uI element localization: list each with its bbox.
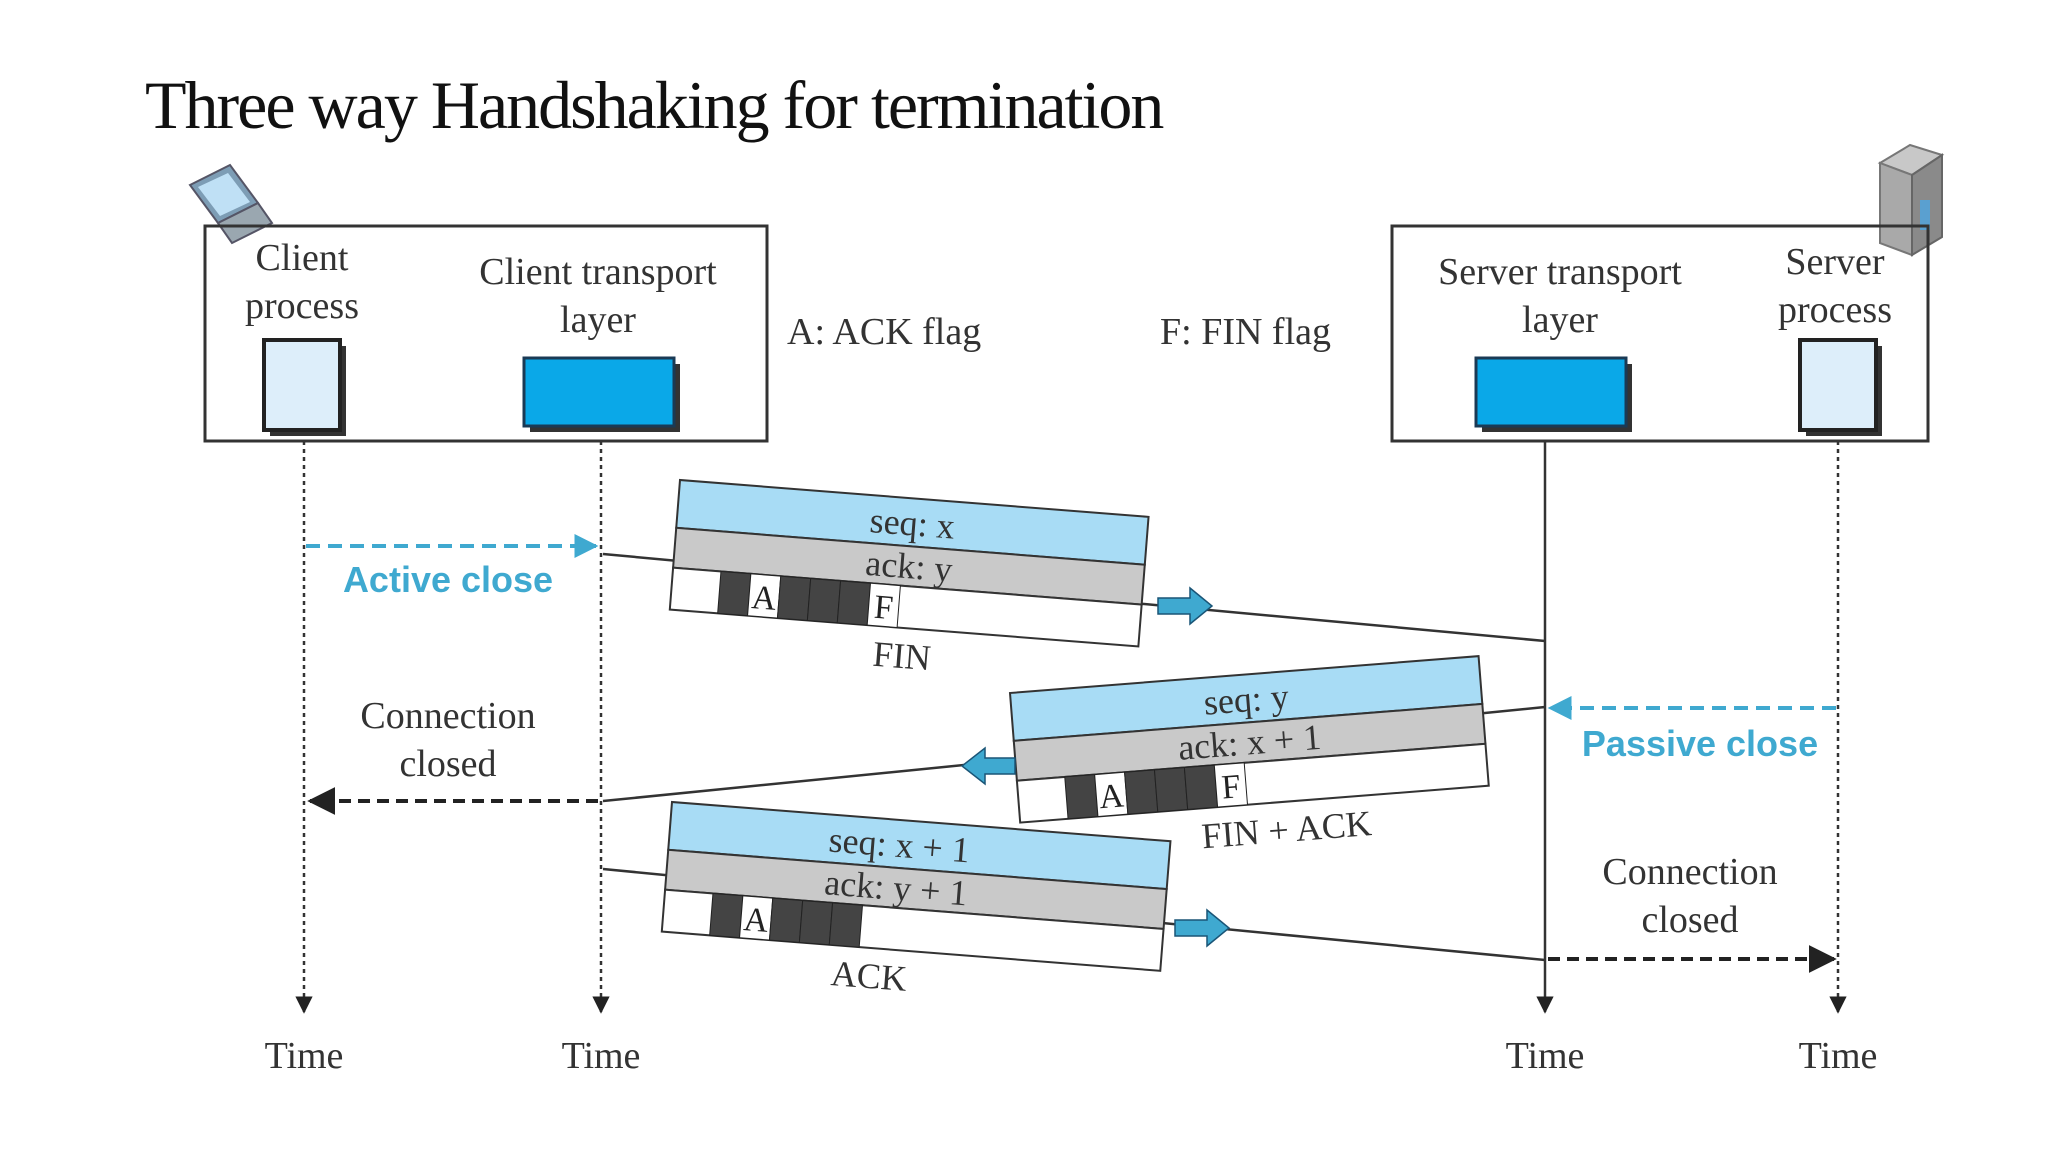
fin-ack-field: ack: y <box>864 543 954 590</box>
fin-direction-arrow <box>1157 586 1214 626</box>
laptop-icon <box>188 163 274 245</box>
ack-flag-a: A <box>742 901 770 940</box>
client-transport-label-2: layer <box>560 299 636 341</box>
client-process-label-1: Client <box>256 237 349 279</box>
client-host-box <box>203 224 769 443</box>
fin-flag-legend: F: FIN flag <box>1160 311 1331 353</box>
active-close-label: Active close <box>343 559 553 600</box>
fin-ack-segment-name: FIN + ACK <box>1200 803 1373 856</box>
server-host-box <box>1390 224 1930 443</box>
ack-segment: seq: x + 1 ack: y + 1 A ACK <box>660 800 1172 999</box>
server-tower-icon <box>1877 143 1945 257</box>
server-transport-block <box>1474 356 1628 428</box>
fin-seq-field: seq: x <box>868 500 956 547</box>
server-process-time-label: Time <box>1799 1035 1878 1077</box>
fin-ack-segment: seq: y ack: x + 1 A F FIN + ACK <box>1008 655 1490 856</box>
client-process-block <box>262 338 342 432</box>
client-process-time-label: Time <box>265 1035 344 1077</box>
server-connection-closed-label-2: closed <box>1641 899 1738 941</box>
passive-close-label: Passive close <box>1582 723 1818 764</box>
ack-segment-name: ACK <box>829 953 908 999</box>
client-connection-closed-label-2: closed <box>399 743 496 785</box>
fin-segment-name: FIN <box>871 634 932 678</box>
fin-flag-a: A <box>750 579 778 618</box>
client-transport-time-label: Time <box>562 1035 641 1077</box>
fin-flag-f: F <box>873 589 895 627</box>
server-connection-closed-label-1: Connection <box>1602 851 1777 893</box>
server-process-label-2: process <box>1778 289 1892 331</box>
fin-ack-flag-f: F <box>1220 768 1242 806</box>
client-process-label-2: process <box>245 285 359 327</box>
ack-direction-arrow <box>1174 908 1231 948</box>
server-transport-label-1: Server transport <box>1438 251 1682 293</box>
fin-ack-flag-a: A <box>1098 777 1126 816</box>
fin-ack-seq-field: seq: y <box>1202 676 1290 723</box>
ack-flag-legend: A: ACK flag <box>787 311 981 353</box>
server-process-block <box>1798 338 1878 432</box>
server-process-label-1: Server <box>1785 241 1885 283</box>
fin-segment: seq: x ack: y A F FIN <box>668 478 1150 678</box>
server-transport-label-2: layer <box>1522 299 1598 341</box>
fin-ack-direction-arrow <box>960 746 1016 786</box>
client-transport-label-1: Client transport <box>479 251 717 293</box>
client-transport-block <box>522 356 676 428</box>
client-connection-closed-label-1: Connection <box>360 695 535 737</box>
server-transport-time-label: Time <box>1506 1035 1585 1077</box>
page-title: Three way Handshaking for termination <box>145 67 1163 143</box>
